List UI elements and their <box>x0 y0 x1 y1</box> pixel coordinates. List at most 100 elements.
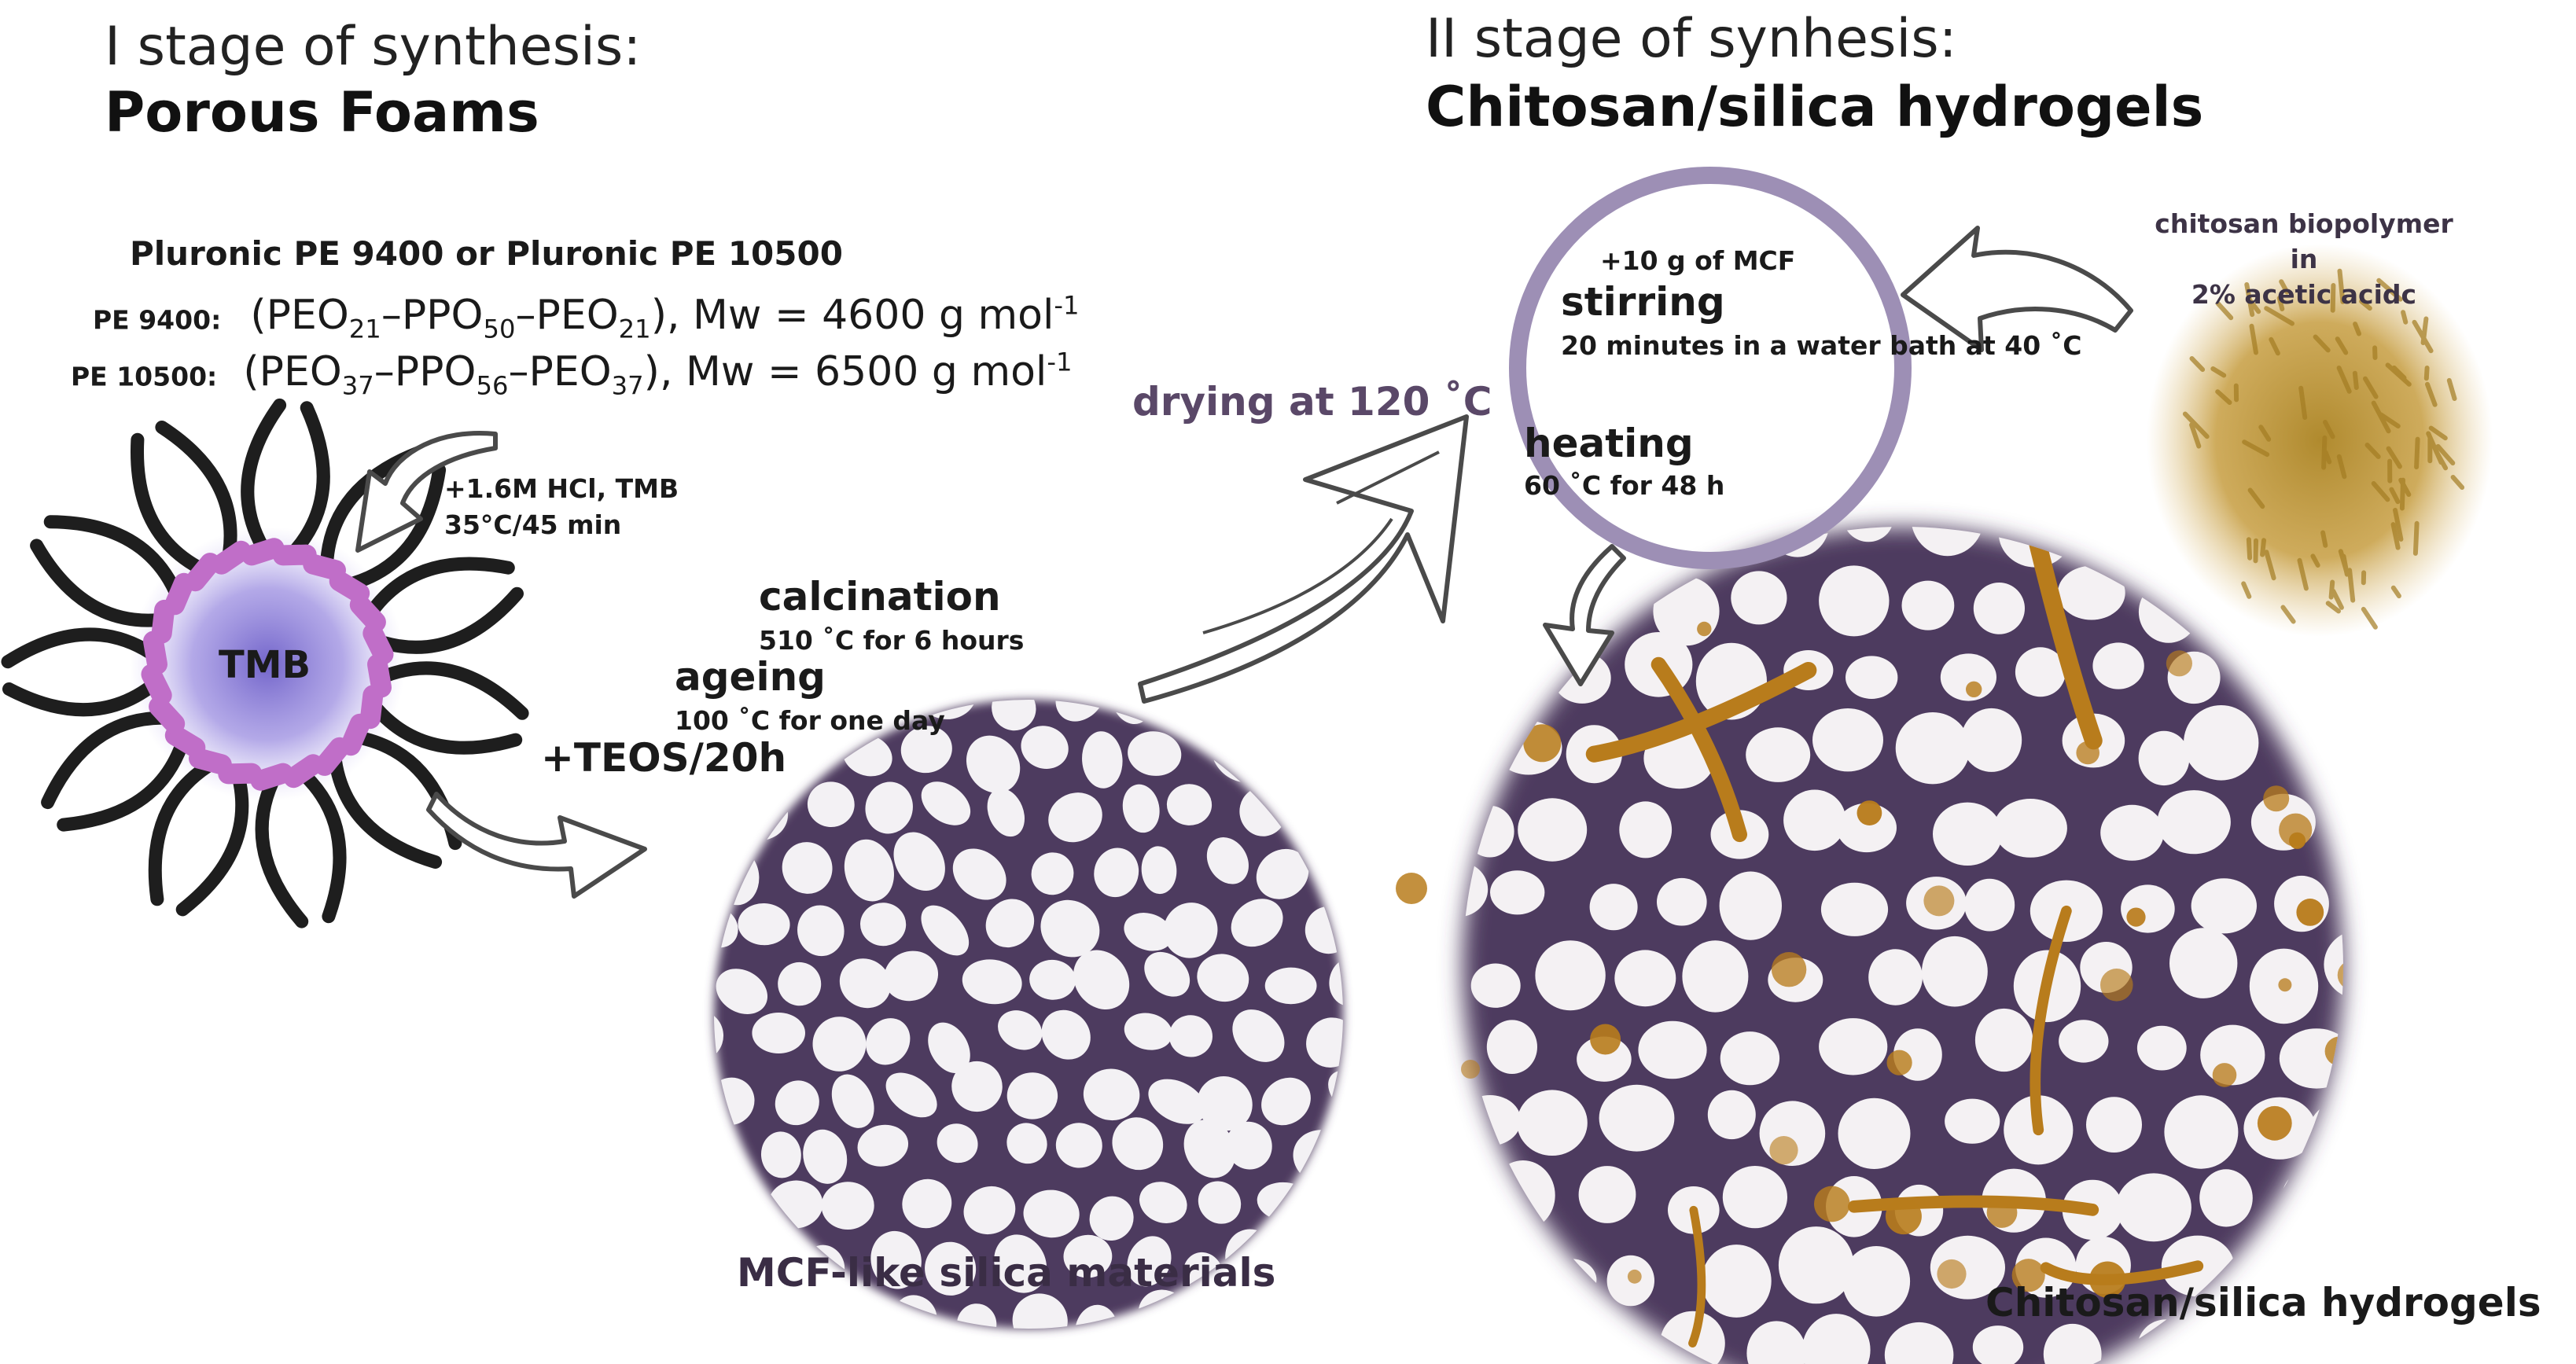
headgroup <box>303 553 346 581</box>
pore <box>1922 936 1988 1007</box>
headgroup <box>185 553 221 592</box>
pore <box>1468 651 1518 697</box>
surfactant-chain <box>298 769 347 924</box>
pore <box>2015 647 2066 697</box>
pore <box>2191 878 2257 934</box>
pore <box>738 903 790 946</box>
pore <box>1073 950 1130 1010</box>
arrow-to-mcf <box>426 792 647 899</box>
pore <box>1945 1098 2000 1144</box>
pore <box>1163 903 1218 958</box>
powder-streak <box>2280 605 2296 624</box>
powder-streak <box>2376 278 2403 302</box>
process-arrows <box>355 226 2133 899</box>
pore <box>1148 1079 1206 1124</box>
chitosan-label-line2: in <box>2290 244 2318 274</box>
chitosan-blob <box>1923 885 1955 917</box>
headgroups <box>141 538 394 791</box>
pore <box>1746 1321 1806 1364</box>
pore <box>2157 790 2231 855</box>
powder-streak <box>2364 443 2381 459</box>
pore <box>956 1303 997 1329</box>
pore <box>1546 1259 1597 1301</box>
surfactant-chain <box>41 711 169 810</box>
powder-streak <box>2393 507 2404 542</box>
pe10500-text: (PEO37–PPO56–PEO37), Mw = 6500 g mol-1 <box>243 347 1073 401</box>
surfactant-chain <box>2 679 159 717</box>
pore <box>1031 852 1074 895</box>
pore <box>1801 1314 1871 1364</box>
pore <box>2282 1168 2343 1225</box>
powder-streak <box>2353 322 2361 336</box>
pore <box>1198 1181 1242 1224</box>
headgroup <box>189 748 232 775</box>
pore <box>1231 899 1283 947</box>
arrow-to-hydrogel <box>1543 544 1626 686</box>
chitosan-blob <box>2011 1259 2045 1292</box>
pore <box>1463 727 1472 771</box>
pore <box>1122 784 1160 833</box>
surfactant-chain <box>370 701 523 755</box>
pore <box>1082 731 1123 789</box>
chitosan-blob <box>2335 642 2343 672</box>
pore <box>992 700 1036 731</box>
pore <box>1812 708 1883 772</box>
headgroup <box>362 623 394 665</box>
chitosan-blob <box>1885 1198 1922 1235</box>
powder-streak <box>2330 283 2336 313</box>
chitosan-label: chitosan biopolymer in 2% acetic acidc <box>2139 206 2469 312</box>
chitosan-blob <box>2288 832 2306 849</box>
pore <box>807 781 855 828</box>
surfactant-chain <box>241 398 287 553</box>
headgroup <box>149 696 186 734</box>
powder-streak <box>2347 568 2356 603</box>
pore <box>1326 854 1343 898</box>
pore <box>2274 1326 2328 1364</box>
headgroup <box>241 538 285 566</box>
pore <box>1063 1234 1113 1278</box>
pore <box>1842 1246 1911 1317</box>
pore <box>1722 1166 1787 1229</box>
powder-streak <box>2297 557 2309 591</box>
powder-streak <box>2323 420 2335 439</box>
powder-streak <box>2325 601 2341 614</box>
pore <box>2309 1100 2343 1161</box>
pore <box>1463 1161 1490 1219</box>
surfactant-chain <box>175 772 249 917</box>
pore <box>2059 1020 2109 1063</box>
pore <box>1249 741 1311 782</box>
pore <box>1682 940 1749 1013</box>
process-ring <box>1509 167 1912 569</box>
surfactant-chain <box>148 759 215 906</box>
chitosan-blob <box>1937 1259 1967 1289</box>
pore <box>1021 726 1069 769</box>
pore <box>1895 712 1971 785</box>
pore <box>860 903 907 947</box>
pore <box>1246 700 1294 723</box>
headgroup <box>283 754 324 789</box>
surfactant-chain <box>366 557 515 618</box>
pore <box>1599 1084 1675 1152</box>
pore <box>1973 583 2025 634</box>
pore <box>1933 802 2003 866</box>
powder-streak <box>2336 366 2352 394</box>
pore <box>2116 1173 2191 1242</box>
powder-streak <box>2210 366 2227 378</box>
pore <box>1819 1018 1888 1075</box>
pore <box>2057 565 2125 620</box>
pore <box>714 1124 732 1165</box>
pore <box>1868 949 1923 1006</box>
pore <box>1463 527 1532 564</box>
pore <box>1490 870 1545 915</box>
pore <box>1075 1304 1118 1329</box>
chitosan-blob <box>1857 800 1882 825</box>
pe9400-formula: PE 9400: (PEO21–PPO50–PEO21), Mw = 4600 … <box>93 291 1080 344</box>
chitosan-blob <box>1986 1197 2018 1228</box>
pore <box>2324 929 2343 1000</box>
pore <box>998 1010 1043 1050</box>
pore <box>1306 1017 1343 1068</box>
pore <box>1470 963 1521 1008</box>
pore <box>1094 847 1139 898</box>
pore <box>1535 940 1606 1011</box>
micelle-addition-line2: 35°C/45 min <box>444 509 622 540</box>
